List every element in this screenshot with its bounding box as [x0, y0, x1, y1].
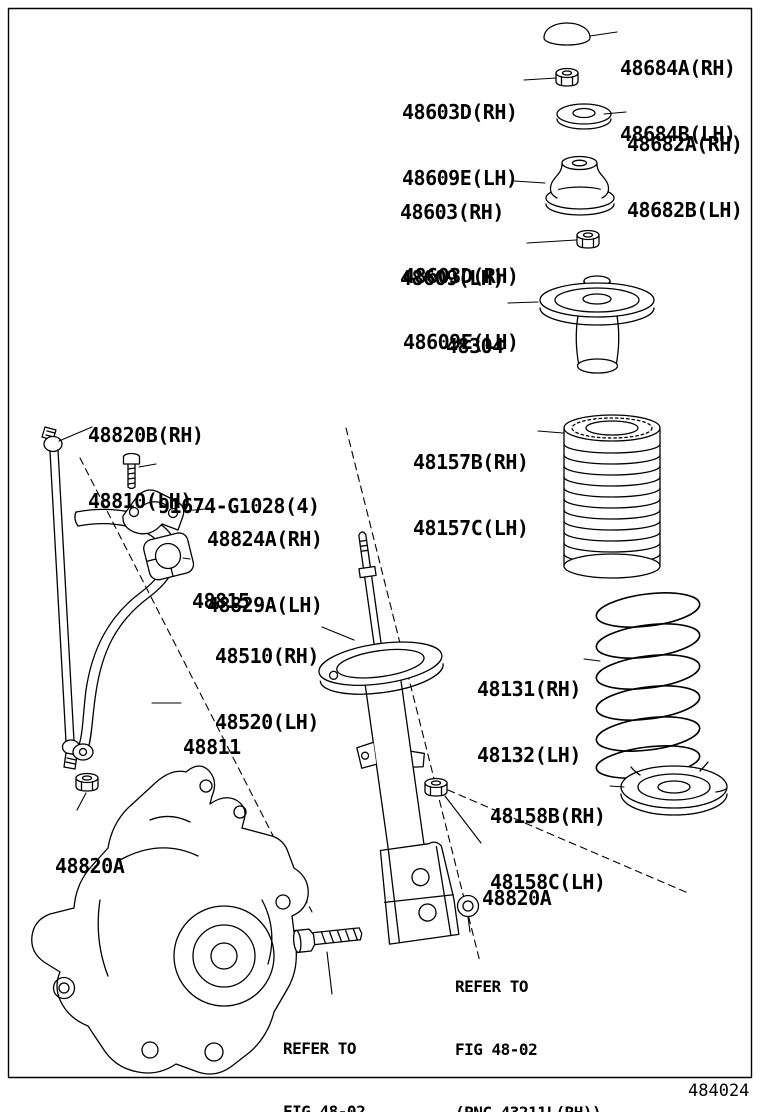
part-number: 48131(RH) — [477, 677, 581, 701]
part-label-48820a-left: 48820A — [55, 811, 125, 921]
part-number: 48609(LH) — [400, 266, 504, 290]
nut-drawing-mid — [576, 229, 600, 249]
part-number: 48684A(RH) — [620, 56, 736, 80]
nut-drawing-link-mid — [424, 777, 448, 797]
coil-spring-drawing — [595, 592, 701, 779]
part-number: 48132(LH) — [477, 743, 581, 767]
part-number: 48157B(RH) — [413, 450, 529, 474]
part-number: 48682A(RH) — [627, 132, 743, 156]
part-number: 48811 — [183, 735, 241, 759]
part-number: 48609E(LH) — [403, 330, 519, 354]
part-label-48131: 48131(RH) 48132(LH) — [477, 634, 581, 810]
part-label-48158: 48158B(RH) 48158C(LH) — [490, 761, 606, 937]
nut-drawing-top — [555, 67, 579, 87]
hub-bolt-drawing — [292, 927, 363, 954]
part-number: 48820A — [482, 886, 552, 910]
refer-line: (PNC 43211L(RH)) — [455, 1102, 602, 1112]
refer-line: REFER TO — [283, 1039, 357, 1058]
refer-note-left: REFER TO FIG 48-02 (PNC 43211K(RH)) (PNC… — [283, 996, 429, 1112]
part-label-48684: 48684A(RH) 48684B(LH) — [620, 13, 736, 189]
page-border — [7, 7, 753, 1079]
leader-lines — [58, 31, 627, 995]
part-number: 48304 — [446, 334, 504, 358]
bushing-drawing — [143, 532, 195, 581]
part-label-48682: 48682A(RH) 48682B(LH) — [627, 89, 743, 265]
nut-drawing-link-left — [75, 772, 99, 792]
part-label-48603: 48603(RH) 48609(LH) — [400, 157, 504, 333]
part-label-48815: 48815 — [192, 546, 250, 656]
part-number: 48682B(LH) — [627, 198, 743, 222]
part-number: 91674-G1028(4) — [158, 494, 320, 518]
part-number: 48510(RH) — [215, 644, 319, 668]
part-number: 48820A — [55, 854, 125, 878]
part-label-48603d-top: 48603D(RH) 48609E(LH) — [402, 57, 518, 233]
part-number: 48158B(RH) — [490, 804, 606, 828]
part-label-48820a-mid: 48820A — [482, 843, 552, 953]
stabilizer-link-drawing — [41, 426, 81, 770]
bearing-seal-drawing — [556, 103, 612, 130]
part-label-48811: 48811 — [183, 692, 241, 802]
part-number: 48603(RH) — [400, 200, 504, 224]
refer-line: REFER TO — [455, 977, 529, 996]
part-number: 48824A(RH) — [207, 527, 323, 551]
part-number: 48157C(LH) — [413, 516, 529, 540]
lower-spring-seat-drawing — [620, 761, 728, 816]
small-bolt-drawing — [122, 452, 141, 490]
shock-absorber-drawing — [318, 531, 460, 945]
part-label-48603d-mid: 48603D(RH) 48609E(LH) — [403, 221, 519, 397]
part-number: 48158C(LH) — [490, 870, 606, 894]
dust-boot-drawing — [563, 414, 661, 579]
suspension-support-drawing — [545, 155, 615, 216]
knuckle-drawing — [31, 765, 309, 1075]
part-label-48304: 48304 — [446, 291, 504, 401]
part-number: 48810(LH) — [88, 489, 192, 513]
part-label-91674: 91674-G1028(4) — [158, 451, 320, 561]
part-number: 48820B(RH) — [88, 423, 204, 447]
upper-spring-seat-drawing — [539, 275, 655, 374]
bracket-drawing — [122, 489, 185, 535]
part-number: 48603D(RH) — [403, 264, 519, 288]
part-number: 48684B(LH) — [620, 122, 736, 146]
part-label-48157: 48157B(RH) 48157C(LH) — [413, 407, 529, 583]
part-number: 48815 — [192, 589, 250, 613]
part-label-48824: 48824A(RH) 48829A(LH) — [207, 484, 323, 660]
part-number: 48603D(RH) — [402, 100, 518, 124]
part-label-48820b: 48820B(RH) 48810(LH) — [88, 380, 204, 556]
refer-line: FIG 48-02 — [283, 1102, 366, 1112]
refer-line: FIG 48-02 — [455, 1040, 538, 1059]
part-number: 48829A(LH) — [207, 593, 323, 617]
part-number: 48609E(LH) — [402, 166, 518, 190]
part-number: 48520(LH) — [215, 710, 319, 734]
cap-drawing — [543, 22, 591, 46]
refer-note-right: REFER TO FIG 48-02 (PNC 43211L(RH)) (PNC… — [455, 934, 602, 1112]
part-label-48510: 48510(RH) 48520(LH) — [215, 601, 319, 777]
grommet-drawing — [456, 894, 480, 918]
figure-code: 484024 — [688, 1081, 750, 1101]
